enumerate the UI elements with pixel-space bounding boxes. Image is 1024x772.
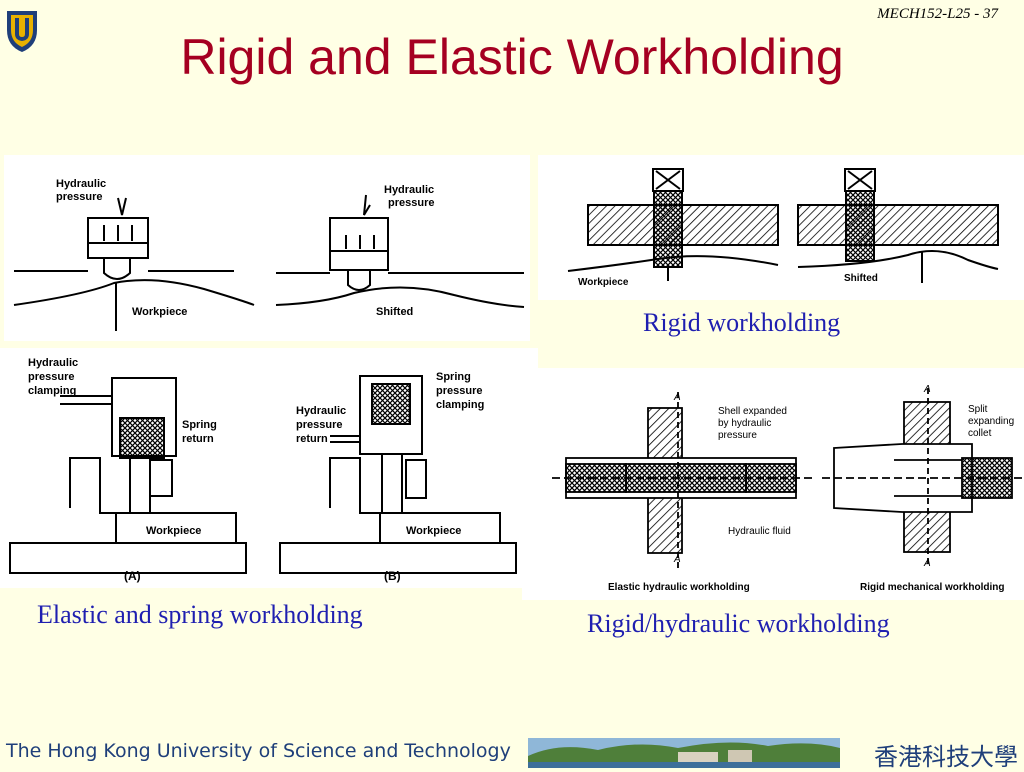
label: A [923,384,931,395]
label: Spring [436,371,471,383]
label: Hydraulic [56,178,106,190]
label: Workpiece [406,525,461,537]
label: Elastic hydraulic workholding [608,582,750,593]
footer-university-name: The Hong Kong University of Science and … [6,740,511,762]
label: return [182,433,214,445]
label: A [673,392,681,403]
label: Workpiece [146,525,201,537]
figure-rigid-hydraulic: A Shell expanded by hydraulic pressure H… [522,368,1024,600]
label: pressure [436,385,482,397]
slide-number: MECH152-L25 - 37 [877,6,998,22]
label: pressure [296,419,342,431]
label: clamping [436,399,484,411]
label: pressure [56,191,102,203]
figure-hydraulic-clamping: Hydraulic pressure Hydraulic pressure Wo… [4,155,530,341]
label: return [296,433,328,445]
label: pressure [388,197,434,209]
label: Hydraulic [28,357,78,369]
label: Shell expanded [718,406,787,417]
label: Hydraulic fluid [728,526,791,537]
footer-chinese-name: 香港科技大學 [874,743,1018,771]
label: Hydraulic [384,184,434,196]
label: A [673,554,681,565]
caption-rigid-workholding: Rigid workholding [643,308,841,337]
caption-elastic-spring: Elastic and spring workholding [37,600,363,629]
label: pressure [718,430,757,441]
label: Spring [182,419,217,431]
label: by hydraulic [718,418,771,429]
label: Workpiece [132,306,187,318]
label: Workpiece [578,277,629,288]
figure-elastic-spring: Hydraulic pressure clamping Spring retur… [0,348,538,588]
label: clamping [28,385,76,397]
slide-title: Rigid and Elastic Workholding [180,29,844,85]
label: collet [968,428,992,439]
label: Split [968,404,988,415]
label: Rigid mechanical workholding [860,582,1004,593]
campus-photo [528,738,840,768]
label: pressure [28,371,74,383]
label: Hydraulic [296,405,346,417]
label: Shifted [376,306,413,318]
label: (A) [124,569,141,583]
label: (B) [384,569,401,583]
university-logo [4,8,40,54]
label: Shifted [844,273,878,284]
label: expanding [968,416,1014,427]
caption-rigid-hydraulic: Rigid/hydraulic workholding [587,609,890,638]
label: A [923,558,931,569]
figure-rigid-workholding: Workpiece Shifted [538,155,1024,300]
